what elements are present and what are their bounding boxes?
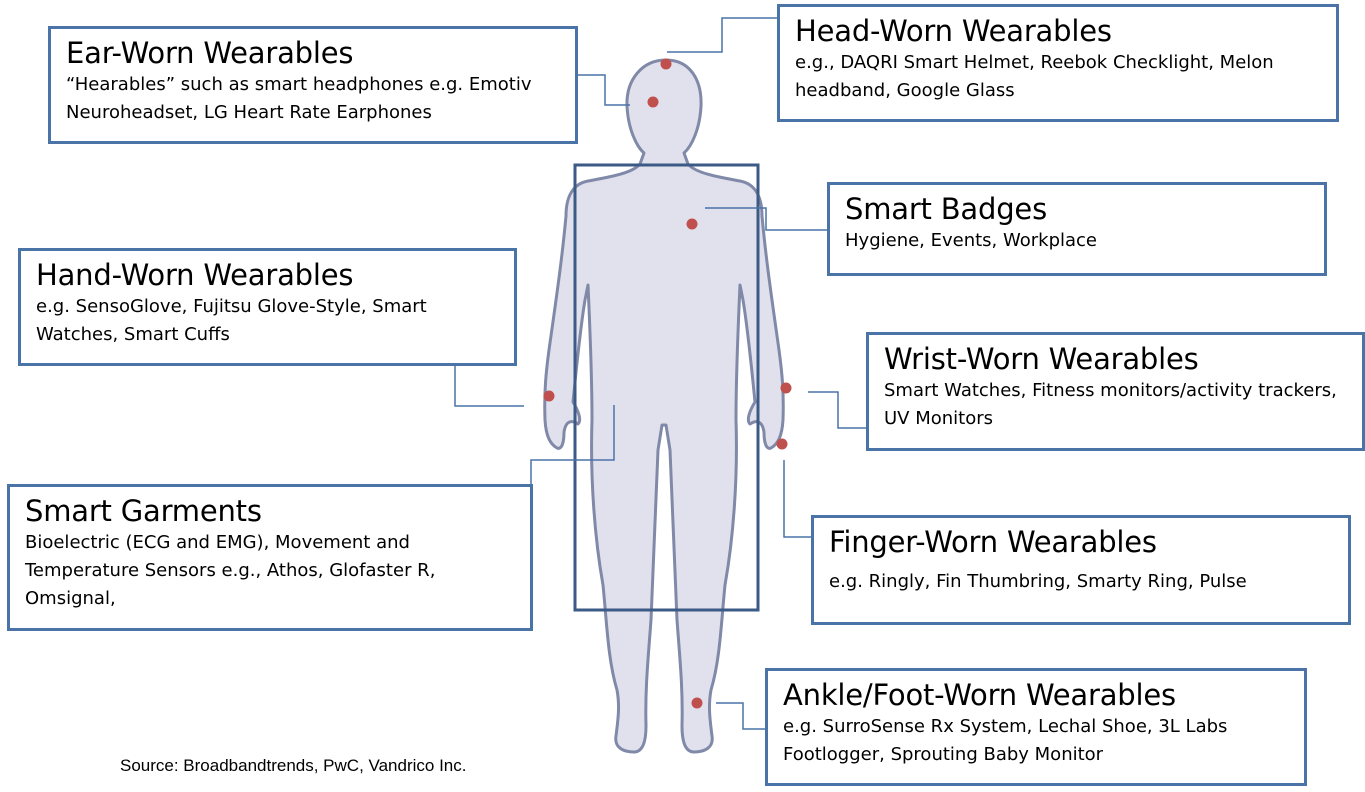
head-worn-box: Head-Worn Wearables e.g., DAQRI Smart He… <box>777 4 1339 122</box>
marker-head <box>660 58 672 70</box>
hand-worn-description: e.g. SensoGlove, Fujitsu Glove-Style, Sm… <box>36 296 427 345</box>
connector-garments <box>530 405 615 486</box>
finger-worn-title: Finger-Worn Wearables <box>829 525 1157 559</box>
marker-badge <box>686 218 698 230</box>
smart-garments-box: Smart Garments Bioelectric (ECG and EMG)… <box>7 484 533 631</box>
connector-wrist <box>808 391 866 429</box>
connector-ear <box>577 74 630 106</box>
source-caption: Source: Broadbandtrends, PwC, Vandrico I… <box>120 756 467 775</box>
connector-finger <box>783 460 812 538</box>
marker-wrist <box>780 382 792 394</box>
smart-garments-title: Smart Garments <box>25 494 262 528</box>
smart-garments-description: Bioelectric (ECG and EMG), Movement and … <box>25 532 436 609</box>
ankle-foot-worn-description: e.g. SurroSense Rx System, Lechal Shoe, … <box>783 716 1228 765</box>
smart-badges-description: Hygiene, Events, Workplace <box>845 230 1098 251</box>
connector-ankle <box>716 702 766 730</box>
marker-ear <box>647 96 659 108</box>
ear-worn-box: Ear-Worn Wearables “Hearables” such as s… <box>48 26 578 144</box>
hand-worn-title: Hand-Worn Wearables <box>36 258 354 292</box>
smart-badges-title: Smart Badges <box>845 192 1047 226</box>
wrist-worn-description: Smart Watches, Fitness monitors/activity… <box>884 380 1337 429</box>
head-worn-title: Head-Worn Wearables <box>795 14 1112 48</box>
wrist-worn-title: Wrist-Worn Wearables <box>884 342 1199 376</box>
ear-worn-title: Ear-Worn Wearables <box>66 36 354 70</box>
connector-head <box>667 17 778 53</box>
body-silhouette <box>543 58 785 754</box>
ankle-foot-worn-box: Ankle/Foot-Worn Wearables e.g. SurroSens… <box>765 668 1307 786</box>
ear-worn-description: “Hearables” such as smart headphones e.g… <box>66 74 532 123</box>
marker-ankle <box>691 697 703 709</box>
smart-badges-box: Smart Badges Hygiene, Events, Workplace <box>827 182 1327 276</box>
finger-worn-box: Finger-Worn Wearables e.g. Ringly, Fin T… <box>811 515 1351 625</box>
marker-hand <box>543 390 555 402</box>
marker-finger <box>776 438 788 450</box>
finger-worn-description: e.g. Ringly, Fin Thumbring, Smarty Ring,… <box>829 571 1247 592</box>
hand-worn-box: Hand-Worn Wearables e.g. SensoGlove, Fuj… <box>18 248 517 366</box>
wrist-worn-box: Wrist-Worn Wearables Smart Watches, Fitn… <box>866 332 1365 451</box>
head-worn-description: e.g., DAQRI Smart Helmet, Reebok Checkli… <box>795 52 1274 101</box>
torso-frame <box>573 163 760 612</box>
ankle-foot-worn-title: Ankle/Foot-Worn Wearables <box>783 678 1176 712</box>
connector-badges <box>705 207 828 231</box>
